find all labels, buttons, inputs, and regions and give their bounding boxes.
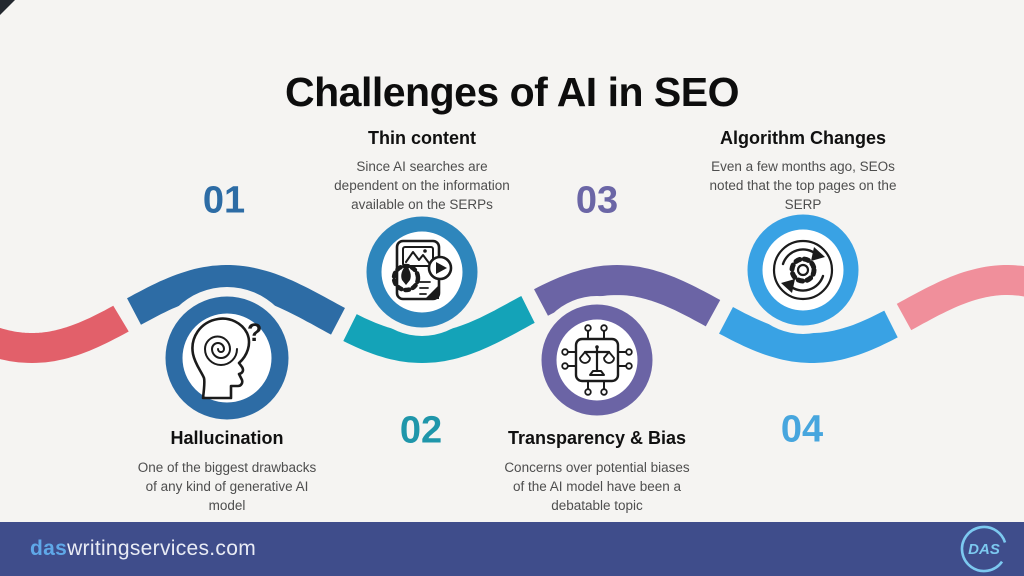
head-spiral-icon: ? xyxy=(191,317,262,400)
wave-red-left xyxy=(0,305,129,364)
milestone-circle-transparency-bias xyxy=(533,296,661,424)
milestone-circle-algorithm-changes xyxy=(739,206,867,334)
section-title-thin-content: Thin content xyxy=(368,128,476,148)
section-description-hallucination: One of the biggest drawbacks of any kind… xyxy=(137,460,317,514)
section-title-algorithm-changes: Algorithm Changes xyxy=(719,128,887,148)
section-title-transparency-bias: Transparency & Bias xyxy=(507,428,687,448)
logo-text: DAS xyxy=(968,541,1000,558)
section-title-hallucination: Hallucination xyxy=(170,428,284,448)
wave-layer xyxy=(0,264,1024,364)
gear-refresh-icon xyxy=(772,239,834,301)
wave-lightblue xyxy=(719,307,898,363)
wave-red-right xyxy=(896,265,1024,331)
step-number-04: 04 xyxy=(780,408,824,451)
website-url-rest: writingservices.com xyxy=(67,537,257,560)
website-url: daswritingservices.com xyxy=(30,537,256,561)
website-url-prefix: das xyxy=(30,537,68,560)
circle-ring xyxy=(747,214,859,326)
step-number-03: 03 xyxy=(575,179,619,222)
wave-blue xyxy=(127,265,345,335)
section-description-transparency-bias: Concerns over potential biases of the AI… xyxy=(504,460,690,514)
chip-balance-scale-icon xyxy=(561,324,633,396)
document-media-gear-icon xyxy=(391,239,453,301)
milestone-circle-hallucination: ? xyxy=(156,287,298,429)
footer-bar: daswritingservices.com DAS xyxy=(0,522,1024,576)
section-description-thin-content: Since AI searches are dependent on the i… xyxy=(334,159,510,213)
das-logo: DAS xyxy=(960,525,1008,573)
page-title: Challenges of AI in SEO xyxy=(285,69,740,116)
circle-ring xyxy=(165,296,289,420)
step-number-02: 02 xyxy=(399,409,443,452)
wave-teal xyxy=(343,295,535,364)
circle-ring xyxy=(366,216,478,328)
corner-mark xyxy=(0,0,15,15)
question-mark-glyph: ? xyxy=(247,319,262,347)
wave-purple xyxy=(534,264,721,327)
milestone-circle-thin-content xyxy=(358,208,486,336)
section-description-algorithm-changes: Even a few months ago, SEOs noted that t… xyxy=(709,159,897,213)
step-number-01: 01 xyxy=(202,179,246,222)
